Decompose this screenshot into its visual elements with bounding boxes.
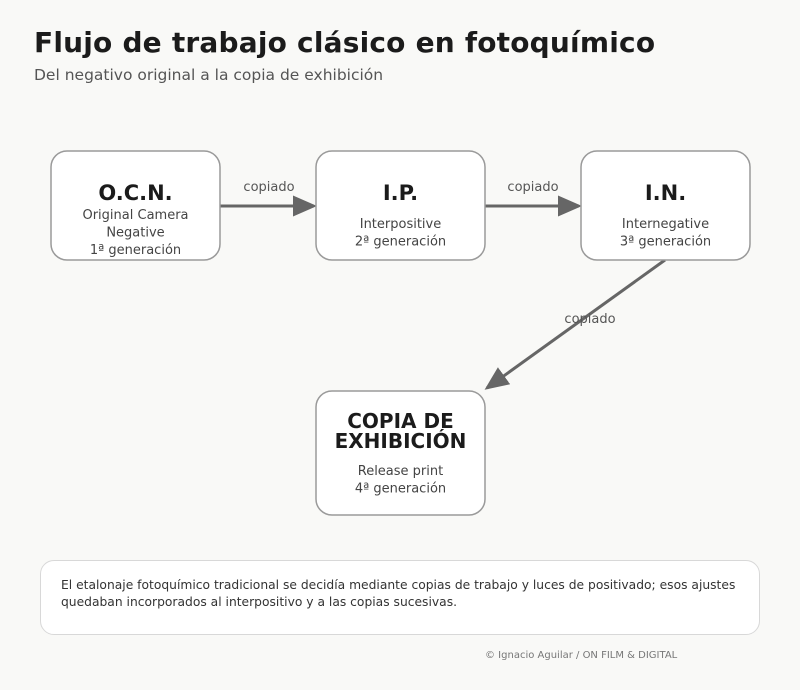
node-title: COPIA DE xyxy=(347,409,453,433)
node-box xyxy=(50,150,221,261)
node-detail: Original Camera xyxy=(82,208,188,223)
node-title: EXHIBICIÓN xyxy=(335,429,467,453)
node-title: I.N. xyxy=(645,181,686,205)
page-title: Flujo de trabajo clásico en fotoquímico xyxy=(34,26,656,59)
node-ip: I.P. Interpositive 2ª generación xyxy=(315,150,486,261)
node-detail: Interpositive xyxy=(360,217,442,232)
edge-in-to-release: copiado xyxy=(484,258,666,390)
node-detail: Negative xyxy=(106,226,164,241)
edge-ocn-to-ip: copiado xyxy=(220,180,317,217)
node-detail: 3ª generación xyxy=(620,235,711,250)
page-subtitle: Del negativo original a la copia de exhi… xyxy=(34,66,384,84)
node-detail: 2ª generación xyxy=(355,235,446,250)
node-title: O.C.N. xyxy=(98,181,172,205)
node-detail: Release print xyxy=(358,464,443,479)
node-box xyxy=(315,150,486,261)
node-in: I.N. Internegative 3ª generación xyxy=(580,150,751,261)
edge-label: copiado xyxy=(564,312,615,327)
credit-line: © Ignacio Aguilar / ON FILM & DIGITAL xyxy=(485,650,678,661)
edge-arrow xyxy=(484,258,666,390)
node-detail: 4ª generación xyxy=(355,482,446,497)
edge-ip-to-in: copiado xyxy=(485,180,582,217)
edge-label: copiado xyxy=(507,180,558,195)
node-detail: Internegative xyxy=(622,217,709,232)
node-detail: 1ª generación xyxy=(90,243,181,258)
node-box xyxy=(315,390,486,516)
node-box xyxy=(580,150,751,261)
node-title: I.P. xyxy=(383,181,418,205)
edge-label: copiado xyxy=(243,180,294,195)
explanatory-note: El etalonaje fotoquímico tradicional se … xyxy=(40,560,760,635)
